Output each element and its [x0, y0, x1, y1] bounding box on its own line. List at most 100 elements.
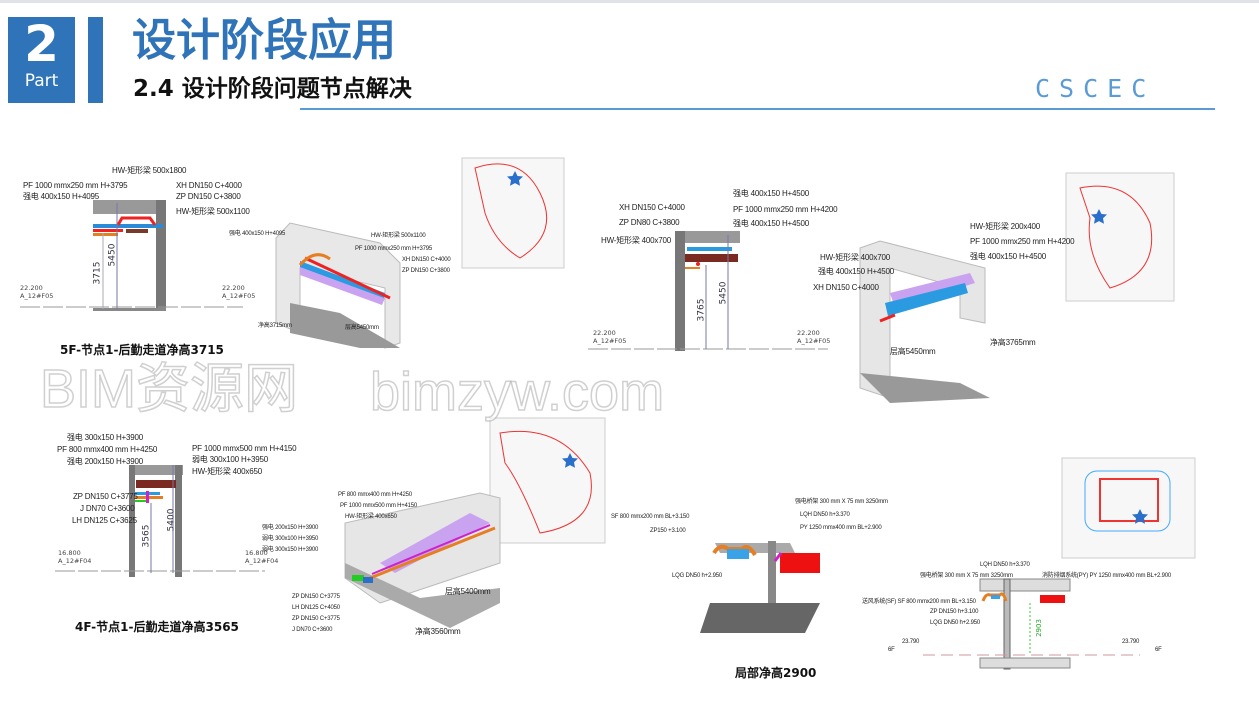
caption: 5F-节点1-后勤走道净高3715	[60, 343, 224, 357]
drawings	[20, 157, 1196, 670]
annotation: 层高5450mm	[890, 347, 936, 356]
annotation: 弱电 300x150 H+3900	[262, 547, 319, 553]
section-4f	[55, 465, 265, 577]
watermark: BIM资源网	[39, 359, 299, 419]
annotation: PF 800 mmx400 mm H+4250	[57, 445, 158, 454]
annotation: 送风系统(SF) SF 800 mmx200 mm BL+3.150	[862, 599, 976, 605]
annotation: J DN70 C+3600	[292, 627, 333, 633]
annotation: 净高3765mm	[990, 338, 1036, 347]
annotation: XH DN150 C+4000	[402, 257, 451, 263]
dimension: 2903	[1034, 619, 1043, 637]
annotation: 强电 400x150 H+4500	[970, 252, 1046, 261]
caption: 局部净高2900	[735, 666, 817, 680]
elevation-mark: 16.800 A_12#F04	[245, 549, 279, 565]
annotation: HW-矩形梁 500x1100	[176, 207, 250, 216]
annotation: PY 1250 mmx400 mm BL+2.900	[800, 525, 882, 531]
dimension: 3565	[141, 524, 152, 548]
annotation: 强电桥架 300 mm X 75 mm 3250mm	[795, 499, 888, 505]
elevation-mark: 22.200 A_12#F05	[797, 329, 831, 345]
annotation: 层高5450mm	[345, 325, 379, 331]
elevation-mark: 23.790	[902, 639, 920, 645]
annotation: ZP DN150 C+3775	[73, 492, 138, 501]
annotation: 弱电 300x100 H+3950	[192, 455, 268, 464]
annotation: 强电桥架 300 mm X 75 mm 3250mm	[920, 573, 1013, 579]
header-rule	[300, 108, 1215, 110]
annotation: ZP DN80 C+3800	[619, 218, 680, 227]
elevation-mark: 22.200 A_12#F05	[593, 329, 627, 345]
annotation: 强电 200x150 H+3900	[67, 457, 143, 466]
caption: 4F-节点1-后勤走道净高3565	[75, 620, 239, 634]
model-3d-local	[700, 541, 820, 633]
part-number: 2	[24, 15, 59, 73]
annotation: 层高5400mm	[445, 587, 491, 596]
plan-thumbnail	[461, 157, 1196, 559]
dimension: 3715	[92, 261, 103, 285]
annotation: HW-矩形梁 500x1100	[371, 233, 426, 239]
model-3d-4f	[344, 492, 501, 628]
annotation: PF 1000 mmx250 mm H+4200	[733, 205, 838, 214]
dimension: 5400	[166, 508, 177, 532]
annotation: 强电 400x150 H+4500	[733, 219, 809, 228]
logo: CSCEC	[1035, 74, 1156, 103]
annotation: 强电 400x150 H+4095	[23, 192, 99, 201]
annotation: PF 1000 mmx250 mm H+3795	[23, 181, 128, 190]
annotation: PF 1000 mmx500 mm H+4150	[192, 444, 297, 453]
annotation: XH DN150 C+4000	[176, 181, 242, 190]
annotation: LQH DN50 h+3.370	[980, 562, 1030, 568]
dimension: 3765	[696, 298, 707, 322]
annotation: LQG DN50 h+2.950	[930, 620, 981, 626]
location-star-icon	[507, 171, 1148, 524]
part-badge: 2 Part	[8, 17, 75, 103]
annotation: SF 800 mmx200 mm BL+3.150	[611, 514, 690, 520]
annotation: 消防排烟系统(PY) PY 1250 mmx400 mm BL+2.900	[1042, 573, 1172, 579]
annotation: PF 1000 mmx250 mm H+3795	[355, 246, 433, 252]
part-label: Part	[24, 71, 59, 91]
annotation: 强电 300x150 H+3900	[67, 433, 143, 442]
annotation: 强电 400x150 H+4500	[733, 189, 809, 198]
annotation: HW-矩形梁 400x700	[820, 253, 890, 262]
annotation: LQG DN50 h+2.950	[672, 573, 723, 579]
annotation: XH DN150 C+4000	[813, 283, 879, 292]
annotation: HW-矩形梁 400x650	[345, 514, 397, 520]
elevation-mark: 22.200 A_12#F05	[20, 284, 54, 300]
dimension: 5450	[107, 243, 118, 267]
annotation: XH DN150 C+4000	[619, 203, 685, 212]
watermark: bimzyw.com	[369, 362, 665, 422]
annotation: 强电 400x150 H+4500	[818, 267, 894, 276]
dimension: 5450	[718, 281, 729, 305]
floor-label: 6F	[888, 647, 895, 653]
elevation-mark: 23.790	[1122, 639, 1140, 645]
annotation: 净高3560mm	[415, 627, 461, 636]
floor-label: 6F	[1155, 647, 1162, 653]
annotation: HW-矩形梁 400x700	[601, 236, 671, 245]
elevation-mark: 16.800 A_12#F04	[58, 549, 92, 565]
section-5f	[20, 200, 243, 311]
annotation: ZP DN150 C+3800	[402, 268, 450, 274]
page-title: 设计阶段应用	[132, 15, 396, 66]
annotation: PF 1000 mmx250 mm H+4200	[970, 237, 1075, 246]
elevation-mark: 22.200 A_12#F05	[222, 284, 256, 300]
annotation: J DN70 C+3600	[80, 504, 135, 513]
annotation: 强电 400x150 H+4095	[229, 231, 286, 237]
annotation: HW-矩形梁 500x1800	[112, 166, 187, 175]
annotation: LH DN125 C+4050	[292, 605, 340, 611]
annotation: HW-矩形梁 200x400	[970, 222, 1040, 231]
header-bar	[88, 17, 103, 103]
annotation: PF 1000 mmx500 mm H+4150	[340, 503, 418, 509]
annotation: 弱电 300x100 H+3950	[262, 536, 319, 542]
model-3d-5f	[275, 222, 401, 349]
annotation: 强电 200x150 H+3900	[262, 525, 319, 531]
annotation: HW-矩形梁 400x650	[192, 467, 262, 476]
annotation: ZP DN150 h+3.100	[930, 609, 979, 615]
annotation: LQH DN50 h+3.370	[800, 512, 850, 518]
annotation: ZP DN150 C+3775	[292, 616, 340, 622]
annotation: ZP150 +3.100	[650, 528, 686, 534]
annotation: ZP DN150 C+3800	[176, 192, 241, 201]
annotation: PF 800 mmx400 mm H+4250	[338, 492, 412, 498]
model-3d-mid	[859, 240, 990, 403]
page-subtitle: 2.4 设计阶段问题节点解决	[133, 76, 412, 102]
annotation: ZP DN150 C+3775	[292, 594, 340, 600]
annotation: LH DN125 C+3625	[72, 516, 137, 525]
section-right	[923, 578, 1140, 670]
